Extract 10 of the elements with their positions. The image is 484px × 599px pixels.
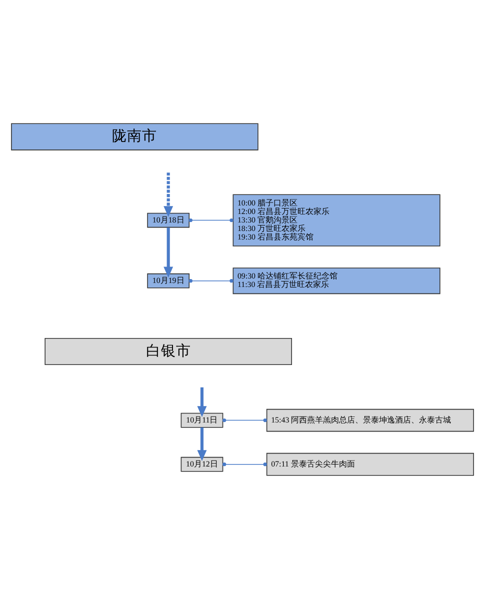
arrow — [163, 172, 173, 217]
arrow — [196, 387, 206, 417]
arrow — [196, 427, 206, 461]
node-box: 陇南市 — [10, 123, 258, 150]
connector — [188, 218, 233, 222]
connector — [188, 279, 233, 283]
node-box: 白银市 — [44, 338, 292, 366]
connector — [222, 418, 266, 422]
connector — [222, 462, 266, 466]
arrow — [163, 227, 173, 278]
